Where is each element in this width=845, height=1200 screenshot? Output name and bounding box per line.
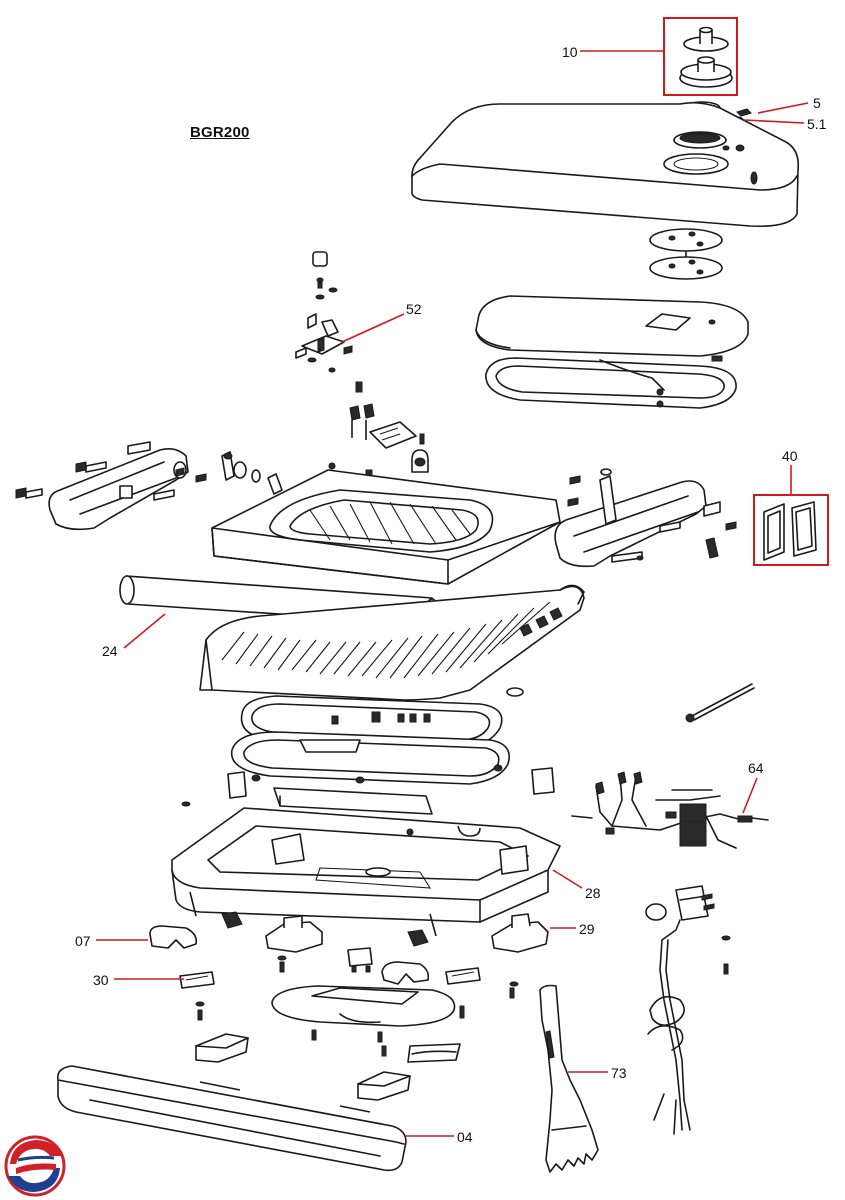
upper-grill-plate xyxy=(199,584,585,701)
lower-brackets xyxy=(195,1033,461,1101)
part-52-hinge-bracket xyxy=(295,251,353,373)
callout-label-07: 07 xyxy=(75,933,91,949)
part-10-knobs xyxy=(663,17,738,96)
callout-label-40: 40 xyxy=(782,448,798,464)
lid-plate xyxy=(475,295,749,409)
part-73-tongs xyxy=(539,984,599,1173)
plate-gaskets xyxy=(230,695,510,785)
callout-label-24: 24 xyxy=(102,643,118,659)
cover-gaskets xyxy=(649,228,723,280)
top-housing-cover xyxy=(411,101,800,228)
callout-label-10: 10 xyxy=(562,44,578,60)
callout-label-52: 52 xyxy=(406,301,422,317)
part-04-front-bar xyxy=(56,1065,407,1172)
callout-label-04: 04 xyxy=(457,1129,473,1145)
rod-part xyxy=(685,683,755,723)
power-cord xyxy=(645,885,715,1135)
callout-label-30: 30 xyxy=(93,972,109,988)
callout-lines xyxy=(96,50,809,1137)
upper-plate-frame xyxy=(211,451,561,585)
drip-plate xyxy=(195,985,465,1057)
callout-label-73: 73 xyxy=(611,1065,627,1081)
callout-label-5: 5 xyxy=(813,95,821,111)
left-hinge-arm xyxy=(15,441,207,531)
part-64-wiring xyxy=(571,771,769,849)
callout-label-28: 28 xyxy=(585,885,601,901)
right-hinge-arm xyxy=(554,468,737,568)
center-hardware xyxy=(349,381,429,479)
feet-parts xyxy=(149,911,731,999)
callout-label-5-1: 5.1 xyxy=(807,116,827,132)
part-28-base-tray xyxy=(171,807,561,937)
middle-spacers xyxy=(181,767,555,815)
model-title: BGR200 xyxy=(190,124,250,141)
callout-label-64: 64 xyxy=(748,760,764,776)
brand-logo-icon xyxy=(4,1135,66,1197)
callout-label-29: 29 xyxy=(579,921,595,937)
part-40-clips xyxy=(753,494,829,566)
